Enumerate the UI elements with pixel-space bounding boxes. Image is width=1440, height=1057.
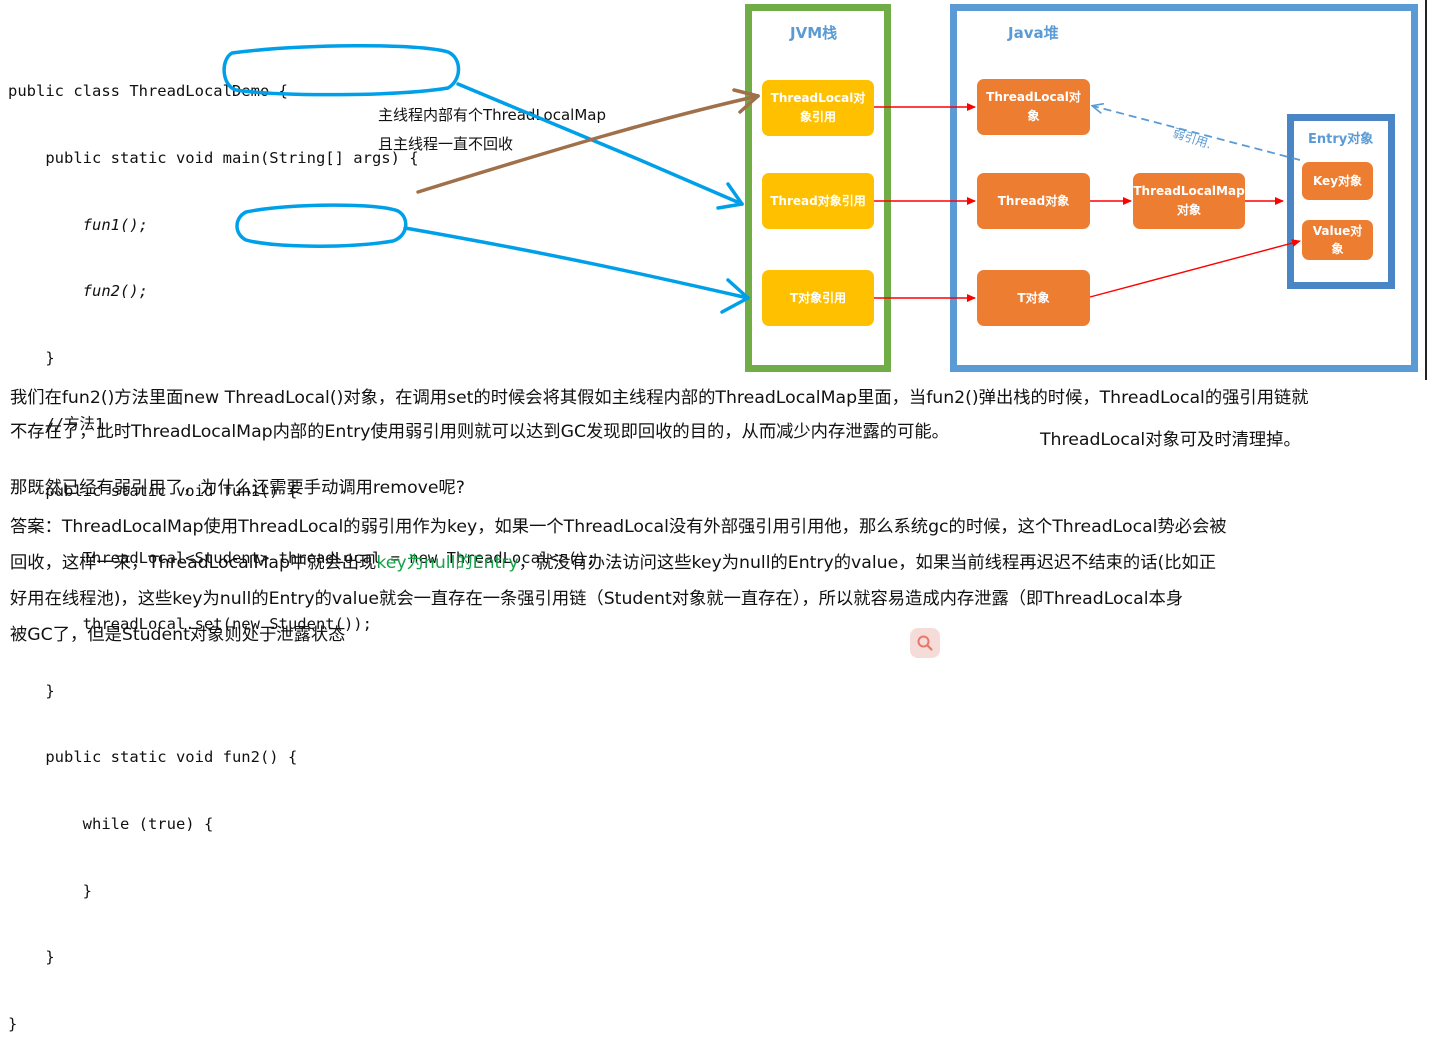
code-line: fun2(); bbox=[8, 282, 148, 301]
code-line: public static void main(String[] args) { bbox=[8, 149, 419, 167]
entry-object-panel bbox=[1287, 114, 1395, 289]
threadlocal-object-box: ThreadLocal对象 bbox=[977, 79, 1090, 135]
answer-line-2: 回收，这样一来，ThreadLocalMap中就会出现key为null的Entr… bbox=[10, 545, 1435, 581]
search-button[interactable] bbox=[910, 628, 940, 658]
code-line: public static void fun2() { bbox=[8, 748, 298, 767]
thread-object-box: Thread对象 bbox=[977, 173, 1090, 229]
paragraph-1-aside: ThreadLocal对象可及时清理掉。 bbox=[1040, 430, 1301, 450]
code-line: } bbox=[8, 348, 55, 367]
annotation-line-1: 主线程内部有个ThreadLocalMap bbox=[378, 106, 606, 124]
answer-line-4: 被GC了，但是Student对象则处于泄露状态 bbox=[10, 625, 346, 645]
code-line: } bbox=[8, 681, 55, 700]
threadlocal-ref-box: ThreadLocal对象引用 bbox=[762, 80, 874, 136]
answer-line-3: 好用在线程池)，这些key为null的Entry的value就会一直存在一条强引… bbox=[10, 589, 1184, 609]
answer-line-2-part-b: ，就没有办法访问这些key为null的Entry的value，如果当前线程再迟迟… bbox=[518, 553, 1217, 573]
code-line: } bbox=[8, 881, 92, 900]
threadlocalmap-object-box: ThreadLocalMap对象 bbox=[1133, 173, 1245, 229]
value-object-box: Value对象 bbox=[1302, 220, 1373, 260]
thread-ref-box: Thread对象引用 bbox=[762, 173, 874, 229]
key-object-box: Key对象 bbox=[1302, 162, 1373, 200]
code-line: threadLocal.set(new Student()); bbox=[8, 615, 372, 634]
code-line: } bbox=[8, 1014, 18, 1033]
code-line: while (true) { bbox=[8, 814, 214, 833]
paragraph-1-line-1: 我们在fun2()方法里面new ThreadLocal()对象，在调用set的… bbox=[10, 388, 1309, 408]
code-line: fun1(); bbox=[8, 215, 148, 234]
code-line: public class ThreadLocalDemo { bbox=[8, 82, 288, 101]
entry-object-title: Entry对象 bbox=[1308, 132, 1374, 147]
answer-line-1: 答案：ThreadLocalMap使用ThreadLocal的弱引用作为key，… bbox=[10, 517, 1227, 537]
answer-line-2-part-a: 回收，这样一来，ThreadLocalMap中就会出现 bbox=[10, 553, 377, 573]
answer-line-2-green: key为null的Entry bbox=[376, 553, 519, 573]
t-ref-box: T对象引用 bbox=[762, 270, 874, 326]
question-text: 那既然已经有弱引用了，为什么还需要手动调用remove呢? bbox=[10, 478, 465, 498]
java-heap-title: Java堆 bbox=[1008, 24, 1059, 42]
t-object-box: T对象 bbox=[977, 270, 1090, 326]
jvm-stack-title: JVM栈 bbox=[790, 24, 838, 42]
code-line: public static void fun1() { bbox=[8, 481, 298, 500]
code-line: } bbox=[8, 948, 55, 967]
java-heap-panel bbox=[950, 4, 1418, 372]
paragraph-1-line-2: 不存在了，此时ThreadLocalMap内部的Entry使用弱引用则就可以达到… bbox=[10, 422, 949, 442]
code-line: ThreadLocal<Student> threadLocal = new T… bbox=[8, 548, 596, 567]
code-line: //方法1 bbox=[8, 415, 105, 434]
annotation-line-2: 且主线程一直不回收 bbox=[378, 135, 514, 153]
divider-line bbox=[1425, 0, 1427, 380]
search-icon bbox=[917, 635, 933, 651]
